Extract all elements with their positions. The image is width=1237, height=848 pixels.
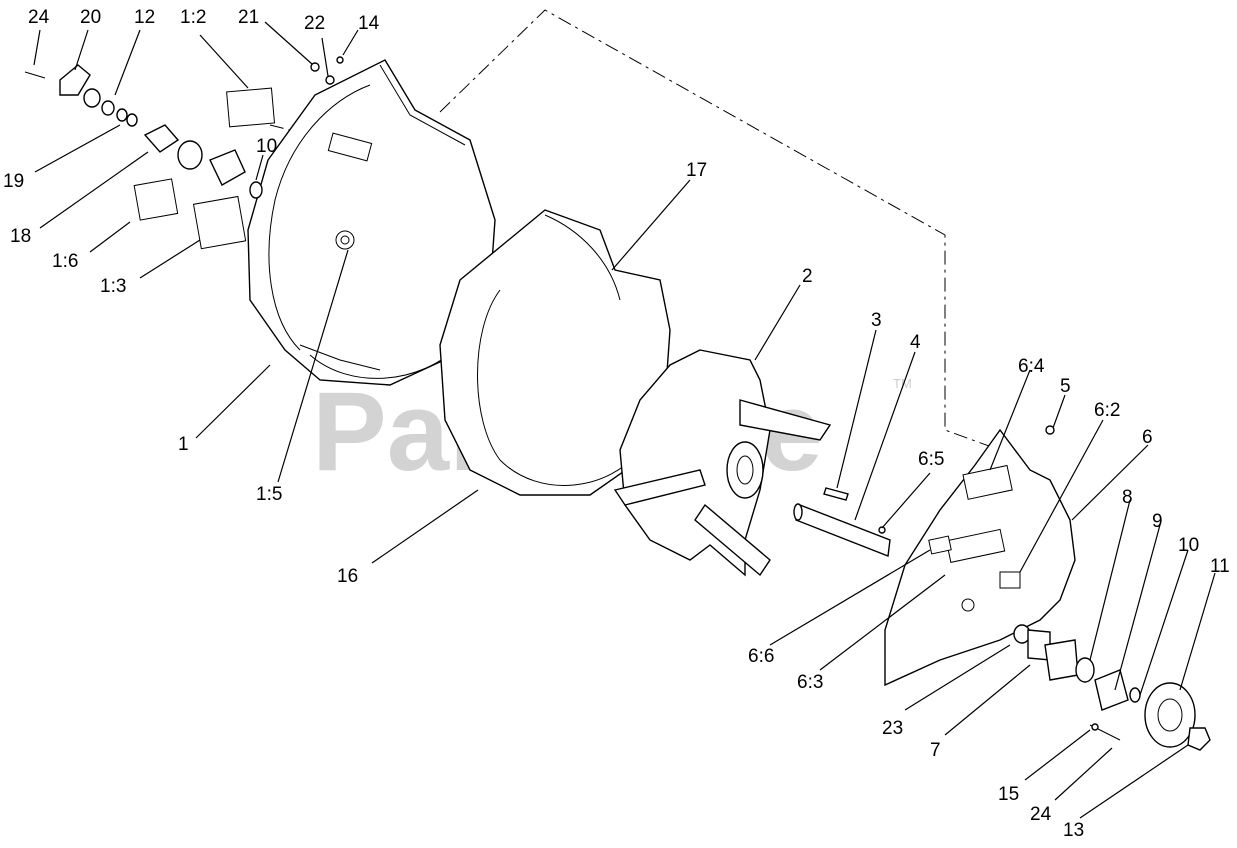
callout-1-6: 1:6 [52, 251, 78, 272]
assembly-centerline [439, 9, 1001, 451]
callout-1: 1 [178, 434, 189, 455]
callout-13: 13 [1063, 820, 1084, 841]
callout-6-4: 6:4 [1018, 356, 1045, 377]
callout-5: 5 [1060, 376, 1071, 397]
callout-6-2: 6:2 [1094, 400, 1120, 421]
blower-liner [439, 209, 671, 496]
callout-3: 3 [871, 310, 882, 331]
callout-6-6: 6:6 [748, 646, 774, 667]
callout-14: 14 [358, 13, 380, 34]
callout-23: 23 [882, 718, 903, 739]
impeller-shaft [793, 503, 891, 557]
blower-housing [247, 59, 496, 386]
callout-19: 19 [3, 171, 24, 192]
callout-4: 4 [910, 332, 921, 353]
callout-11: 11 [1210, 556, 1230, 577]
callout-15: 15 [998, 784, 1019, 805]
impeller [613, 349, 832, 577]
callout-18: 18 [10, 226, 31, 247]
callout-1-3: 1:3 [100, 276, 126, 297]
watermark-trademark: TM [893, 376, 912, 391]
callout-1-5: 1:5 [256, 484, 282, 505]
callout-21: 21 [238, 7, 259, 28]
callout-labels: 24 20 12 1:2 21 22 14 10 19 18 1:6 1:3 1… [3, 7, 1230, 841]
callout-24: 24 [28, 7, 50, 28]
callout-9: 9 [1152, 511, 1163, 532]
pulley-hardware [878, 425, 1211, 751]
callout-1-2: 1:2 [180, 7, 206, 28]
impeller-key [823, 487, 849, 501]
callout-2: 2 [802, 266, 813, 287]
side-plate [884, 428, 1076, 687]
callout-7: 7 [930, 740, 941, 761]
callout-16: 16 [337, 566, 358, 587]
callout-17: 17 [686, 160, 707, 181]
callout-10-b: 10 [1178, 535, 1199, 556]
leader-lines [33, 21, 1216, 819]
callout-12: 12 [134, 7, 155, 28]
callout-6-3: 6:3 [797, 672, 823, 693]
callout-6-5: 6:5 [918, 449, 944, 470]
callout-10: 10 [256, 136, 277, 157]
callout-22: 22 [304, 13, 325, 34]
callout-6: 6 [1142, 427, 1153, 448]
callout-24-b: 24 [1030, 804, 1052, 825]
callout-8: 8 [1122, 487, 1133, 508]
callout-20: 20 [80, 7, 101, 28]
bracket-hardware [24, 56, 344, 250]
